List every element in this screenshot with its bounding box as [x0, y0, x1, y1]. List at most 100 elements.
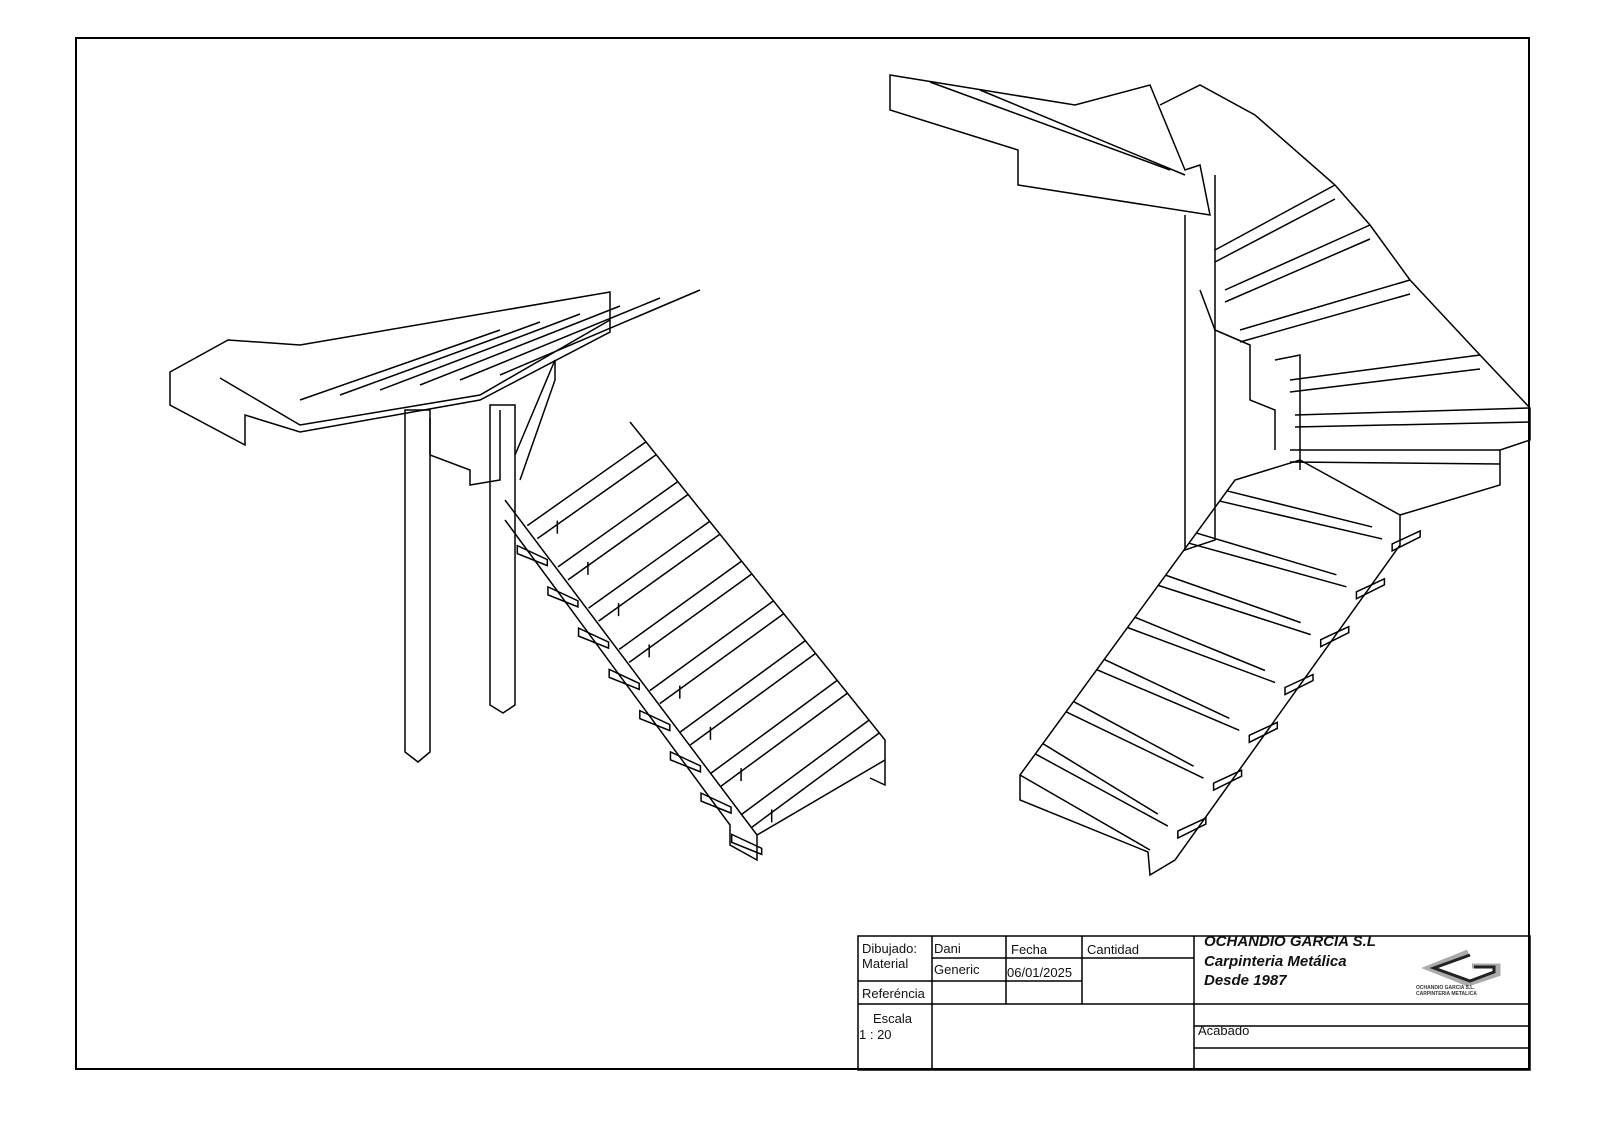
winder-tread [1294, 407, 1531, 416]
tread-front [1034, 753, 1169, 827]
tread-back [1042, 743, 1159, 815]
upper-landing [169, 291, 611, 447]
stringer-bracket [1177, 816, 1207, 840]
drawn-by-label: Dibujado: [862, 941, 917, 956]
landing-tread [459, 297, 661, 381]
tread-back [1135, 616, 1266, 672]
tread-front [1219, 500, 1383, 540]
beam-line [929, 81, 1171, 171]
tread-back [689, 653, 816, 746]
winder-riser [1289, 461, 1501, 465]
tread-back [1227, 490, 1373, 528]
tread-back [751, 732, 880, 828]
drawing-frame [75, 37, 1530, 1070]
material-label: Material [862, 956, 909, 971]
tread-front [557, 481, 679, 568]
post-right [489, 404, 516, 714]
company-tagline: Carpinteria Metálica [1204, 953, 1347, 970]
inner-post [1274, 354, 1301, 470]
stringer-bracket [639, 709, 671, 732]
winder-stringer [429, 410, 501, 486]
tread-front [618, 560, 743, 650]
beam-line [979, 89, 1186, 176]
stringer-bracket [1319, 625, 1350, 648]
tread-back [1104, 658, 1230, 720]
stringer-bracket [577, 626, 610, 650]
scale-label: Escala [873, 1011, 913, 1026]
tread-back [567, 494, 689, 581]
tread-back [628, 573, 753, 663]
company-logo-icon [1421, 949, 1501, 987]
lower-flight [1019, 459, 1401, 877]
tread-front [1157, 584, 1311, 636]
stringer-left [504, 499, 758, 862]
winder-outline [1159, 84, 1531, 516]
tread-front [1188, 542, 1347, 588]
landing-tread [339, 321, 541, 396]
drawn-by-value: Dani [934, 941, 961, 956]
landing-edge [219, 319, 611, 426]
winder-riser [1224, 238, 1371, 303]
top-beam [889, 74, 1211, 216]
scale-value: 1 : 20 [859, 1027, 892, 1042]
winder-tread [1214, 184, 1336, 251]
date-label: Fecha [1011, 942, 1048, 957]
tread-front [588, 520, 711, 609]
date-value: 06/01/2025 [1007, 965, 1073, 980]
brace [514, 359, 556, 481]
tread-back [1165, 574, 1301, 624]
bottom-tread-edge [756, 759, 886, 836]
tread-front [679, 640, 806, 733]
tread-back [1073, 701, 1194, 767]
stringer-bracket [700, 791, 732, 815]
finish-label: Acabado [1198, 1023, 1250, 1038]
logo-text-company: OCHANDIO GARCIA S.L. [1416, 985, 1475, 991]
stringer-bracket [1355, 577, 1386, 600]
tread-front [1065, 711, 1204, 779]
stringer-bracket [1284, 673, 1314, 696]
reference-label: Referéncia [862, 986, 925, 1001]
tread-front [710, 679, 838, 774]
stringer-bracket [1248, 721, 1279, 744]
stringer-bracket [730, 833, 763, 856]
logo-text-trade: CARPINTERIA METALICA [1416, 991, 1477, 997]
post-left [404, 409, 431, 763]
right-staircase-isometric [889, 74, 1531, 877]
tread-back [1196, 532, 1337, 576]
tread-back [598, 533, 721, 622]
landing-tread [499, 289, 701, 376]
tread-front [1096, 668, 1240, 732]
landing-tread [299, 329, 501, 401]
winder-riser [1239, 293, 1411, 343]
quantity-label: Cantidad [1087, 942, 1140, 957]
tread-back [536, 454, 657, 540]
landing-tread [379, 313, 581, 391]
tread-front [1127, 626, 1276, 684]
tread-front [741, 719, 870, 815]
stringer-bracket [516, 544, 549, 567]
winder-tread [1239, 279, 1411, 331]
winder-tread [1289, 354, 1481, 381]
stringer-bracket [547, 585, 579, 608]
winder-riser [1289, 368, 1481, 393]
stringer-right [629, 421, 886, 787]
winder-riser [1294, 421, 1531, 428]
stringer-bracket [669, 750, 702, 773]
stringer-bracket [1212, 769, 1243, 792]
left-staircase-isometric [169, 289, 886, 862]
tread-front [526, 441, 647, 527]
company-name: OCHANDIO GARCIA S.L [1204, 933, 1376, 950]
company-since: Desde 1987 [1204, 972, 1287, 989]
stringer-bracket [1391, 529, 1421, 553]
tread-front [649, 600, 774, 692]
stringer-bracket [608, 668, 640, 691]
material-value: Generic [934, 962, 980, 977]
title-block-grid [857, 935, 1531, 1071]
inner-stringer [1199, 289, 1276, 450]
post [1184, 175, 1216, 552]
winder-riser [1214, 198, 1336, 263]
winder-tread [1224, 224, 1371, 291]
bottom-tread-edge [1019, 774, 1151, 851]
landing-tread [419, 305, 621, 386]
